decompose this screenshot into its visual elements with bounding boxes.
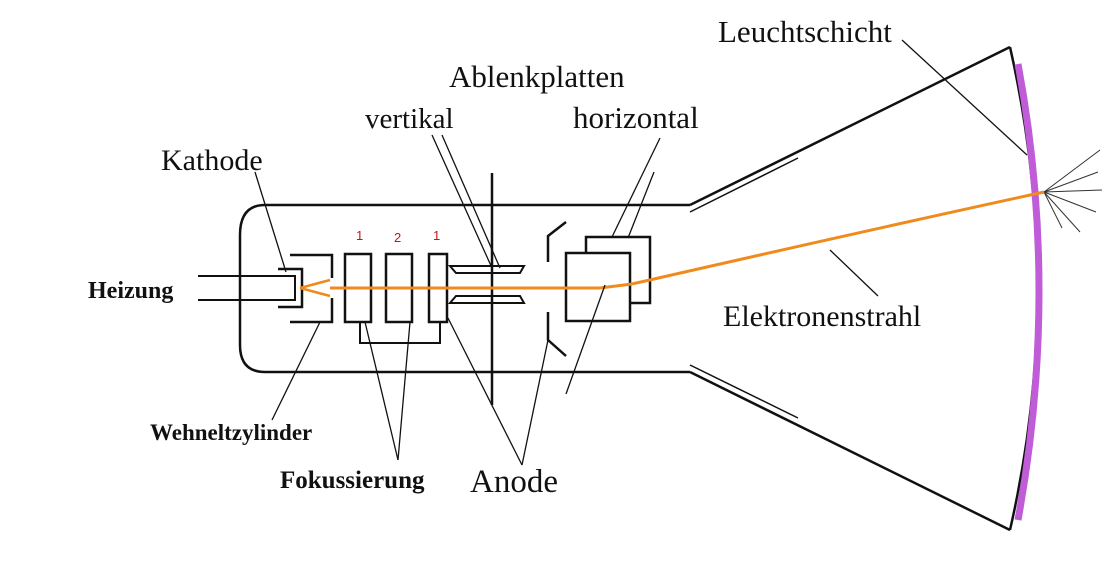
electrode-connection <box>359 322 441 344</box>
label-leuchtschicht: Leuchtschicht <box>718 14 892 49</box>
heater <box>198 275 296 301</box>
wehnelt-cylinder <box>290 253 334 324</box>
cathode <box>278 267 304 309</box>
tube-cone-upper-inner <box>689 157 799 213</box>
horizontal-deflection-plates <box>564 235 652 323</box>
impact-rays <box>1043 149 1103 233</box>
pointer-lines <box>254 39 1028 466</box>
label-fokussierung: Fokussierung <box>280 467 425 494</box>
electrode-number-3: 1 <box>433 228 440 243</box>
label-ablenkplatten: Ablenkplatten <box>449 59 625 94</box>
tube-cone-lower <box>689 370 1011 532</box>
fluorescent-layer <box>1014 63 1043 521</box>
label-kathode: Kathode <box>161 144 263 177</box>
tube-neck <box>238 203 690 374</box>
electrode-number-1: 1 <box>356 228 363 243</box>
vertical-deflection-plates <box>447 265 526 304</box>
tube-cone-lower-inner <box>689 364 799 419</box>
label-wehneltzylinder: Wehneltzylinder <box>150 420 312 445</box>
electrode-numbers: 1 2 1 <box>356 228 440 245</box>
electrode-number-2: 2 <box>394 230 401 245</box>
electron-beam <box>299 190 1045 298</box>
label-heizung: Heizung <box>88 278 173 304</box>
tube-cone-upper <box>689 45 1011 207</box>
labels: Leuchtschicht Ablenkplatten vertikal hor… <box>88 14 921 500</box>
label-elektronenstrahl: Elektronenstrahl <box>723 300 921 333</box>
label-vertikal: vertikal <box>365 103 454 135</box>
label-anode: Anode <box>470 464 558 500</box>
label-horizontal: horizontal <box>573 100 699 135</box>
